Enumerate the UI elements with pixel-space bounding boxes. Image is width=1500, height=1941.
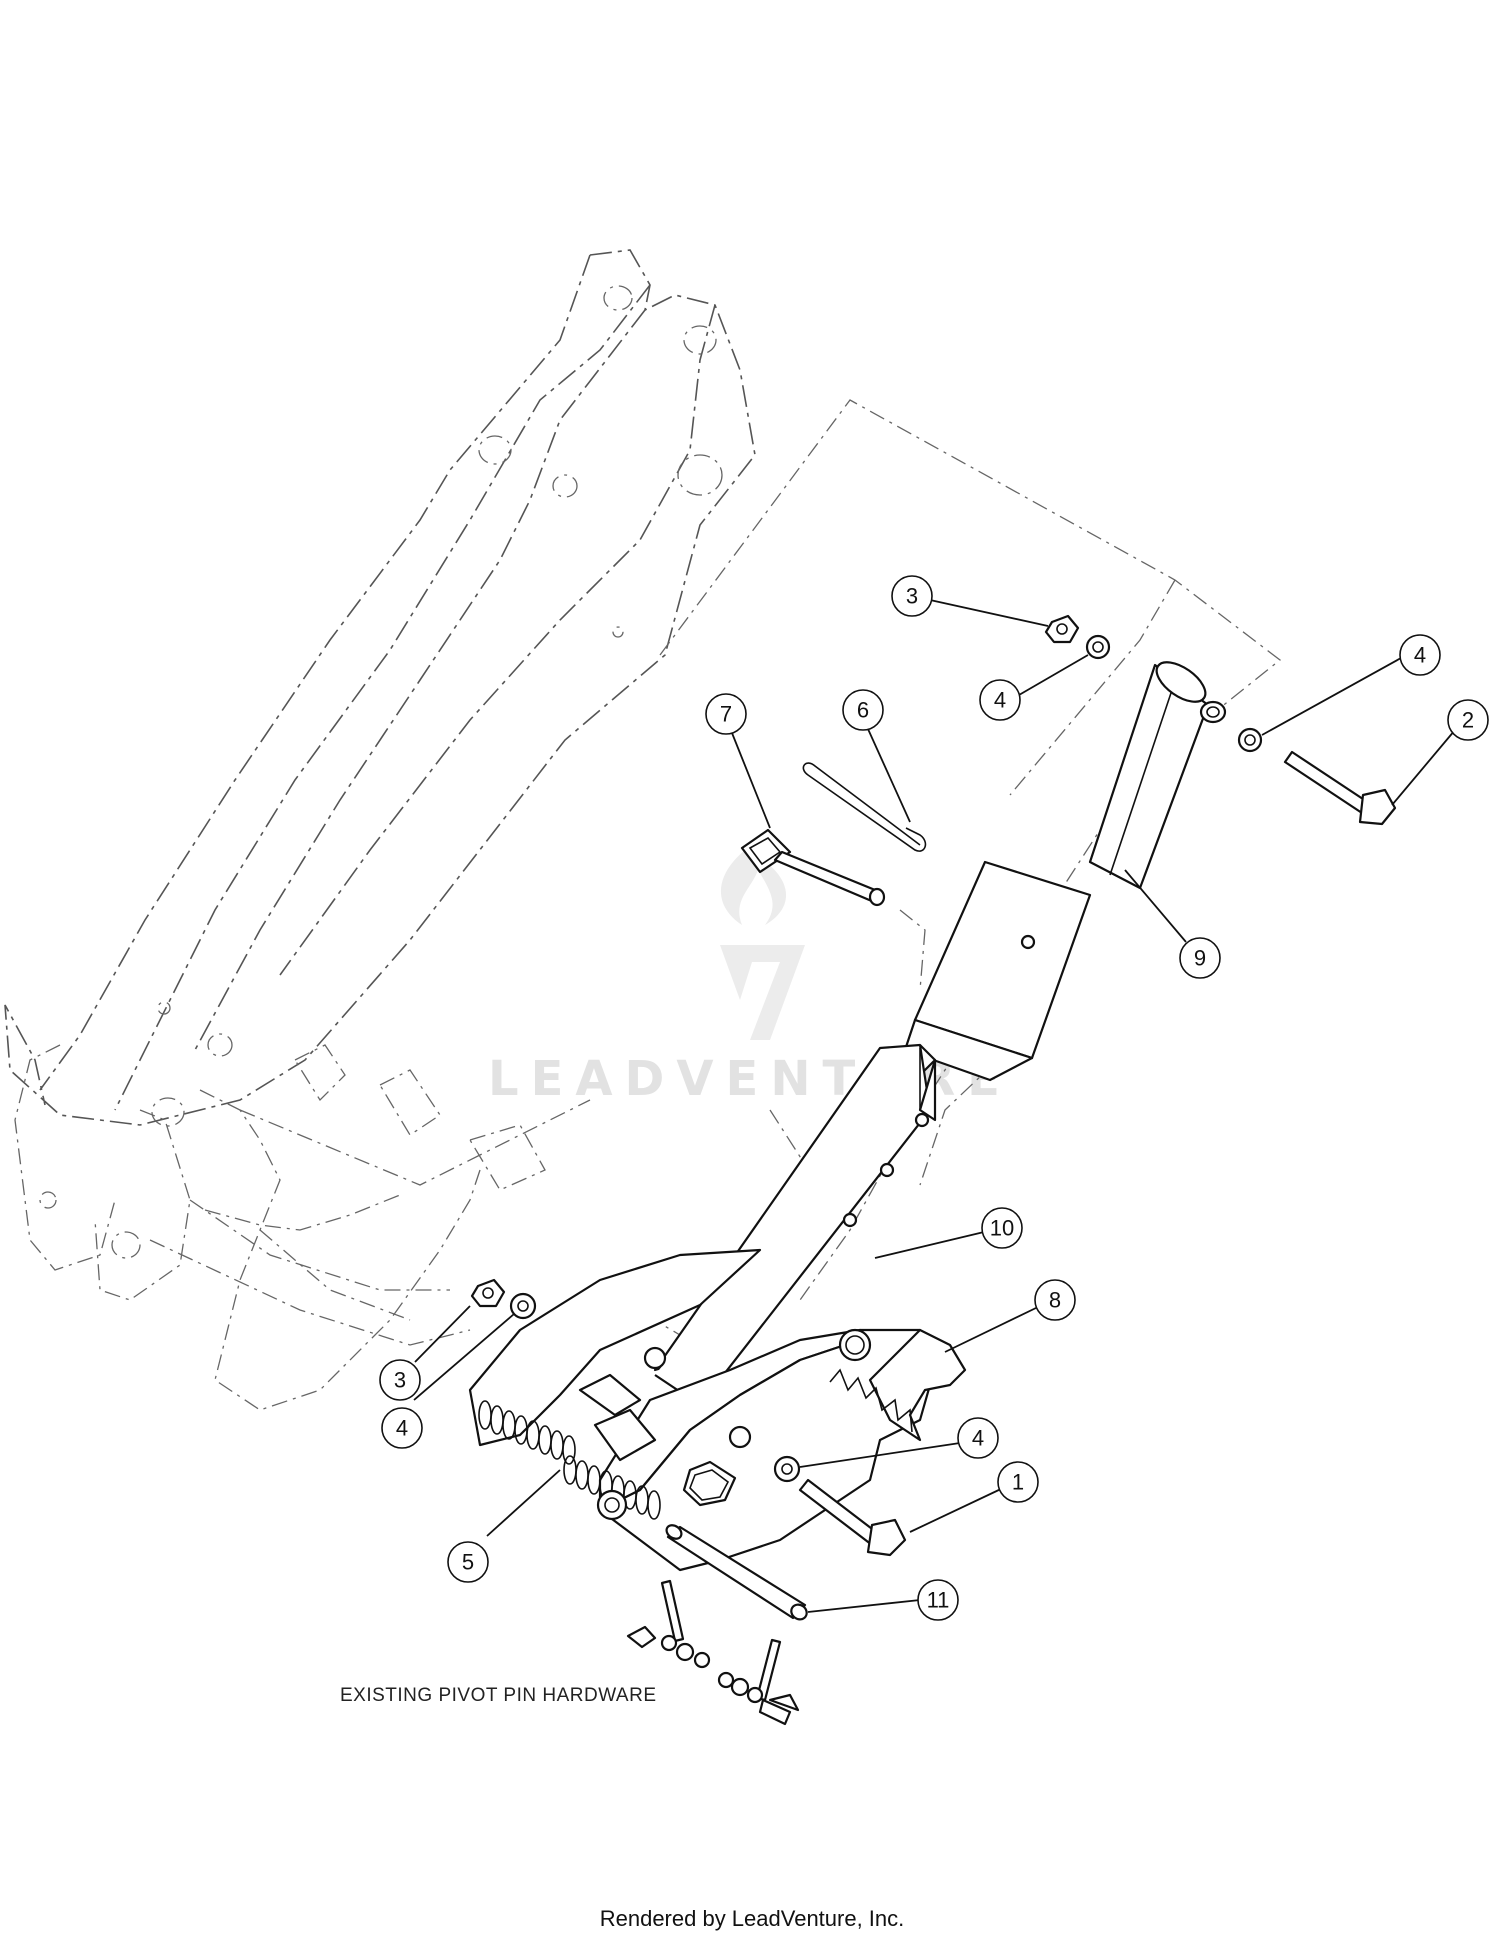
- svg-text:3: 3: [394, 1368, 406, 1393]
- svg-text:6: 6: [857, 698, 869, 723]
- part-8-thumb-tine: [468, 1248, 967, 1572]
- part-5-springs: [478, 1400, 661, 1521]
- existing-pivot-pin-hardware-label: EXISTING PIVOT PIN HARDWARE: [340, 1685, 657, 1706]
- svg-text:10: 10: [990, 1216, 1014, 1241]
- svg-text:7: 7: [720, 702, 732, 727]
- svg-text:5: 5: [462, 1550, 474, 1575]
- callout-4-top-right: 4: [1399, 634, 1441, 676]
- callout-1: 1: [997, 1461, 1039, 1503]
- part-1-bolt: [798, 1478, 907, 1557]
- callout-4-bottom-left: 4: [381, 1407, 423, 1449]
- svg-text:4: 4: [972, 1426, 984, 1451]
- part-2-bolt: [1283, 750, 1397, 826]
- callout-4-bottom-right: 4: [957, 1417, 999, 1459]
- part-6-hair-pin: [802, 762, 927, 852]
- svg-text:8: 8: [1049, 1288, 1061, 1313]
- callout-11: 11: [917, 1579, 959, 1621]
- leader-lines: [413, 599, 1456, 1613]
- part-4-washer-bottom-right: [773, 1455, 801, 1483]
- callout-6: 6: [842, 689, 884, 731]
- svg-text:4: 4: [994, 688, 1006, 713]
- existing-pivot-pin-hardware: [626, 1579, 800, 1726]
- part-4-washer-top-left: [1085, 634, 1111, 660]
- part-11-pin: [665, 1524, 808, 1621]
- part-4-washer-bottom-left: [509, 1292, 537, 1320]
- callout-5: 5: [447, 1541, 489, 1583]
- callout-7: 7: [705, 693, 747, 735]
- part-10-thumb-arm: [653, 1043, 937, 1407]
- svg-text:4: 4: [1414, 643, 1426, 668]
- part-3-nut-top: [1044, 614, 1080, 644]
- part-3-nut-bottom: [470, 1278, 506, 1308]
- callout-4-top-left: 4: [979, 679, 1021, 721]
- footer-rendered-by: Rendered by LeadVenture, Inc.: [600, 1906, 905, 1931]
- svg-text:3: 3: [906, 584, 918, 609]
- part-7-lynch-pin: [740, 828, 886, 907]
- callout-3-top: 3: [891, 575, 933, 617]
- callout-2: 2: [1447, 699, 1489, 741]
- svg-text:11: 11: [927, 1588, 950, 1613]
- part-9-thumb-tube: [903, 661, 1227, 1082]
- callout-9: 9: [1179, 937, 1221, 979]
- svg-text:9: 9: [1194, 946, 1206, 971]
- callout-10: 10: [981, 1207, 1023, 1249]
- part-4-washer-top-right: [1237, 727, 1263, 753]
- svg-text:4: 4: [396, 1416, 408, 1441]
- existing-boom-phantom: [4, 249, 756, 1411]
- callout-8: 8: [1034, 1279, 1076, 1321]
- callout-3-bottom: 3: [379, 1359, 421, 1401]
- assembly-phantom-plane: [619, 399, 1282, 1336]
- svg-text:1: 1: [1012, 1470, 1024, 1495]
- svg-text:2: 2: [1462, 708, 1474, 733]
